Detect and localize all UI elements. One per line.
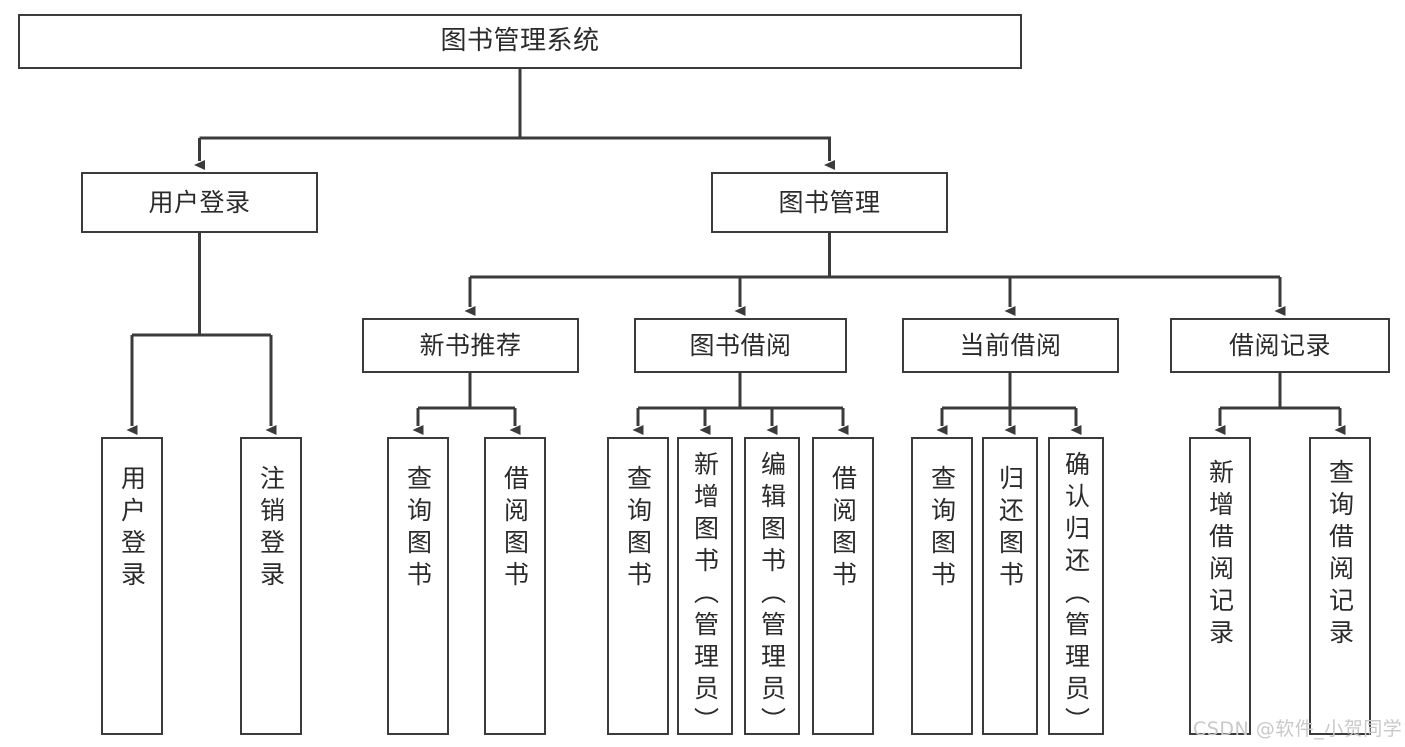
- leaf-borrow-book-label: 借阅图书: [828, 465, 858, 593]
- node-book-borrow-label: 图书借阅: [689, 331, 792, 360]
- leaf-return-book[interactable]: 归还图书: [982, 437, 1038, 735]
- leaf-edit-book-admin[interactable]: 编辑图书（管理员）: [744, 437, 800, 739]
- leaf-confirm-return-admin[interactable]: 确认归还（管理员）: [1048, 437, 1104, 739]
- node-borrow-record-label: 借阅记录: [1228, 331, 1331, 360]
- leaf-query-borrow-record[interactable]: 查询借阅记录: [1309, 437, 1371, 735]
- node-root-label: 图书管理系统: [440, 26, 600, 57]
- leaf-query-book-current[interactable]: 查询图书: [911, 437, 973, 735]
- leaf-borrow-book[interactable]: 借阅图书: [812, 437, 874, 735]
- leaf-logout[interactable]: 注销登录: [240, 437, 302, 735]
- leaf-add-book-admin[interactable]: 新增图书（管理员）: [677, 437, 733, 739]
- node-book-borrow[interactable]: 图书借阅: [634, 318, 847, 373]
- leaf-logout-label: 注销登录: [256, 465, 286, 593]
- leaf-confirm-return-admin-label: 确认归还（管理员）: [1061, 451, 1091, 739]
- leaf-query-book-recommend-label: 查询图书: [403, 465, 433, 593]
- node-current-borrow[interactable]: 当前借阅: [902, 318, 1119, 373]
- node-root[interactable]: 图书管理系统: [18, 14, 1022, 69]
- node-book-management-label: 图书管理: [778, 188, 881, 217]
- leaf-borrow-book-recommend[interactable]: 借阅图书: [484, 437, 546, 735]
- leaf-add-book-admin-label: 新增图书（管理员）: [690, 451, 720, 739]
- leaf-return-book-label: 归还图书: [995, 465, 1025, 593]
- node-new-book-recommend-label: 新书推荐: [419, 331, 522, 360]
- node-book-management[interactable]: 图书管理: [711, 172, 948, 233]
- node-borrow-record[interactable]: 借阅记录: [1170, 318, 1390, 373]
- leaf-add-borrow-record[interactable]: 新增借阅记录: [1189, 437, 1251, 735]
- csdn-watermark: CSDN @软件_小贺同学: [1193, 718, 1403, 740]
- node-user-login-label: 用户登录: [148, 188, 251, 217]
- leaf-user-login[interactable]: 用户登录: [101, 437, 163, 735]
- leaf-query-book-recommend[interactable]: 查询图书: [387, 437, 449, 735]
- leaf-borrow-book-recommend-label: 借阅图书: [500, 465, 530, 593]
- leaf-query-book-current-label: 查询图书: [927, 465, 957, 593]
- leaf-query-book-borrow[interactable]: 查询图书: [607, 437, 669, 735]
- leaf-edit-book-admin-label: 编辑图书（管理员）: [757, 451, 787, 739]
- node-current-borrow-label: 当前借阅: [959, 331, 1062, 360]
- leaf-query-borrow-record-label: 查询借阅记录: [1325, 459, 1355, 651]
- leaf-user-login-label: 用户登录: [117, 465, 147, 593]
- node-user-login[interactable]: 用户登录: [81, 172, 318, 233]
- leaf-add-borrow-record-label: 新增借阅记录: [1205, 459, 1235, 651]
- node-new-book-recommend[interactable]: 新书推荐: [362, 318, 579, 373]
- leaf-query-book-borrow-label: 查询图书: [623, 465, 653, 593]
